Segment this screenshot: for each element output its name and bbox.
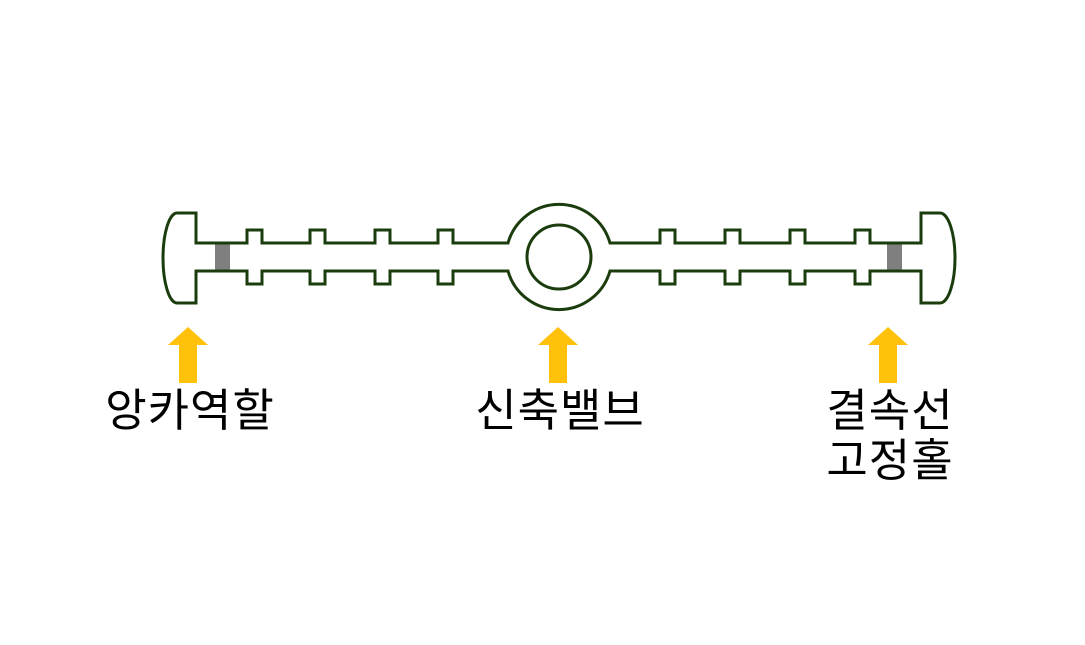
label-expansion-valve: 신축밸브 [475, 385, 645, 436]
label-wire-fixing-hole-line1: 결속선 [826, 385, 954, 436]
up-arrow-icon-wire-hole [868, 327, 908, 383]
label-wire-fixing-hole-line2: 고정홀 [826, 435, 954, 486]
label-wire-fixing-hole: 결속선 고정홀 [780, 386, 1000, 486]
wire-fixing-hole-left [215, 243, 230, 271]
up-arrow-icon-valve [538, 327, 578, 383]
up-arrow-icon-anchor [168, 327, 208, 383]
wire-fixing-hole-right [887, 243, 902, 271]
label-anchor-role: 앙카역할 [105, 385, 275, 436]
waterstop-profile-outline [161, 203, 957, 311]
expansion-bulb-inner-circle [525, 223, 593, 291]
